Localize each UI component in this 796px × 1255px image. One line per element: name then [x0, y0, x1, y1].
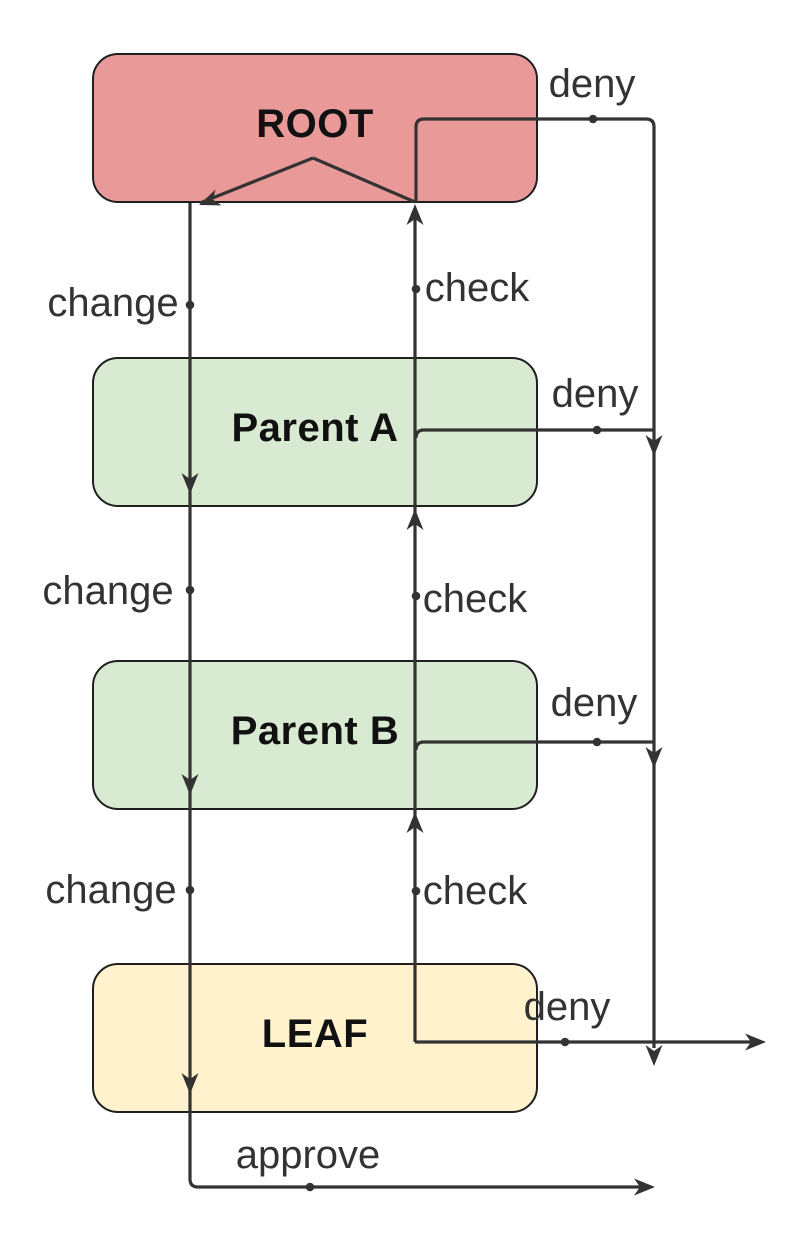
edge-label-deny-root: deny: [548, 62, 636, 106]
node-parent-b: Parent B: [92, 660, 538, 810]
node-root: ROOT: [92, 53, 538, 203]
node-leaf-label: LEAF: [261, 1011, 369, 1056]
edge-label-change-1: change: [47, 281, 179, 325]
node-parent-b-label: Parent B: [230, 708, 400, 753]
node-parent-a-label: Parent A: [231, 405, 399, 450]
edge-label-deny-leaf: deny: [523, 985, 611, 1029]
node-root-label: ROOT: [256, 101, 374, 146]
edge-label-approve: approve: [235, 1133, 381, 1177]
node-parent-a: Parent A: [92, 357, 538, 507]
node-leaf: LEAF: [92, 963, 538, 1113]
edge-label-check-2: check: [422, 577, 528, 621]
edge-label-change-3: change: [45, 868, 177, 912]
edge-label-check-3: check: [422, 869, 528, 913]
edge-label-deny-parent-b: deny: [550, 681, 638, 725]
edge-label-check-1: check: [424, 266, 530, 310]
edge-label-deny-parent-a: deny: [551, 372, 639, 416]
edge-label-change-2: change: [42, 569, 174, 613]
